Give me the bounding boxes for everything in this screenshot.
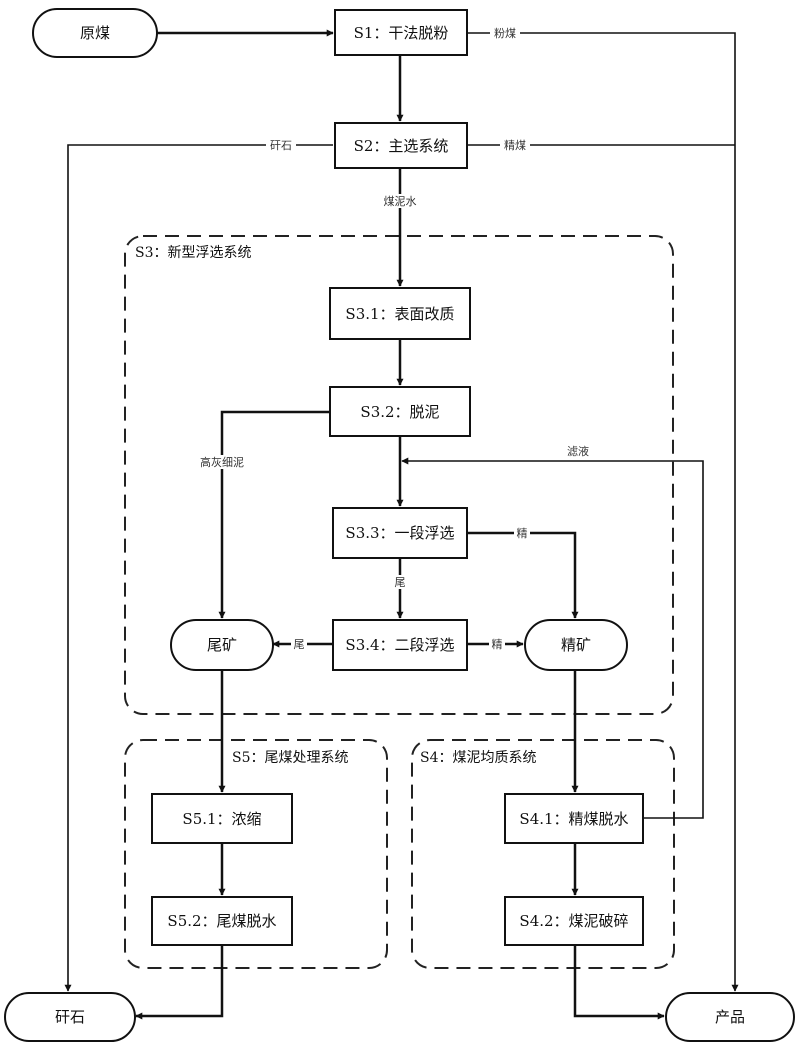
edge-label-slime-water: 煤泥水 <box>384 195 417 208</box>
node-concentrate: 精矿 <box>524 619 628 671</box>
node-gangue-label: 矸石 <box>55 1008 85 1026</box>
edge-s4-1-filtrate-recycle <box>401 457 704 819</box>
edge-label-concentrate-2: 精 <box>492 638 503 651</box>
node-s3-4-second-flotation: S3.4：二段浮选 <box>332 619 468 671</box>
node-product: 产品 <box>665 992 795 1042</box>
group-s3-label: S3：新型浮选系统 <box>135 245 252 261</box>
group-s5-tailing-system: S5：尾煤处理系统 <box>124 739 388 969</box>
edge-label-high-ash-fine-slime: 高灰细泥 <box>200 455 244 469</box>
edge-s2-gangue-out <box>64 144 333 992</box>
node-s3-1-surface-modification: S3.1：表面改质 <box>329 287 471 340</box>
edge-label-gangue: 矸石 <box>270 139 292 152</box>
node-s2-label: S2：主选系统 <box>354 137 449 155</box>
node-raw-coal: 原煤 <box>32 8 158 58</box>
node-s4-2-slime-crushing: S4.2：煤泥破碎 <box>504 896 644 946</box>
edge-s3-2-to-tailings <box>218 410 330 619</box>
node-s3-3-first-flotation: S3.3：一段浮选 <box>332 507 468 559</box>
node-tailings: 尾矿 <box>170 619 274 671</box>
edge-label-concentrate-1: 精 <box>517 527 528 540</box>
group-s4-slime-homogenization-system: S4：煤泥均质系统 <box>411 739 675 969</box>
node-s4-1-clean-coal-dewatering: S4.1：精煤脱水 <box>504 793 644 844</box>
node-s5-1-thickening: S5.1：浓缩 <box>151 793 293 844</box>
node-s2-main-separation: S2：主选系统 <box>334 122 468 169</box>
node-s5-2-tailing-dewatering: S5.2：尾煤脱水 <box>151 896 293 946</box>
node-s3-4-label: S3.4：二段浮选 <box>345 636 454 654</box>
edge-s5-2-to-gangue <box>135 945 224 1020</box>
node-product-label: 产品 <box>715 1008 745 1026</box>
node-s5-2-label: S5.2：尾煤脱水 <box>167 912 276 930</box>
edge-label-filtrate: 滤液 <box>567 444 589 458</box>
edge-label-powder-coal: 粉煤 <box>494 27 516 40</box>
node-s3-3-label: S3.3：一段浮选 <box>345 524 454 542</box>
node-raw-coal-label: 原煤 <box>80 24 110 42</box>
edge-labels: 粉煤 矸石 精煤 煤泥水 高灰细泥 滤液 精 尾 尾 精 <box>193 26 589 651</box>
node-tailings-label: 尾矿 <box>207 636 237 654</box>
edge-label-clean-coal: 精煤 <box>504 139 526 152</box>
node-s4-2-label: S4.2：煤泥破碎 <box>519 912 628 930</box>
node-s4-1-label: S4.1：精煤脱水 <box>519 810 628 828</box>
node-s5-1-label: S5.1：浓缩 <box>182 810 261 828</box>
edge-s3-3-to-concentrate <box>467 531 579 619</box>
group-s4-label: S4：煤泥均质系统 <box>420 750 537 766</box>
node-s3-2-desliming: S3.2：脱泥 <box>329 386 471 437</box>
edges <box>64 29 739 1020</box>
node-s3-2-label: S3.2：脱泥 <box>360 403 439 421</box>
edge-s1-powder-to-product <box>467 32 739 992</box>
group-s5-label: S5：尾煤处理系统 <box>232 750 349 766</box>
edge-label-tail-1: 尾 <box>395 576 406 589</box>
edge-label-tail-2: 尾 <box>294 638 305 651</box>
node-s1-label: S1：干法脱粉 <box>354 24 449 42</box>
node-concentrate-label: 精矿 <box>561 636 591 654</box>
node-gangue: 矸石 <box>4 992 136 1042</box>
edge-s4-2-to-product <box>573 945 665 1020</box>
node-s3-1-label: S3.1：表面改质 <box>345 305 454 323</box>
node-s1-dry-depowdering: S1：干法脱粉 <box>334 9 468 56</box>
